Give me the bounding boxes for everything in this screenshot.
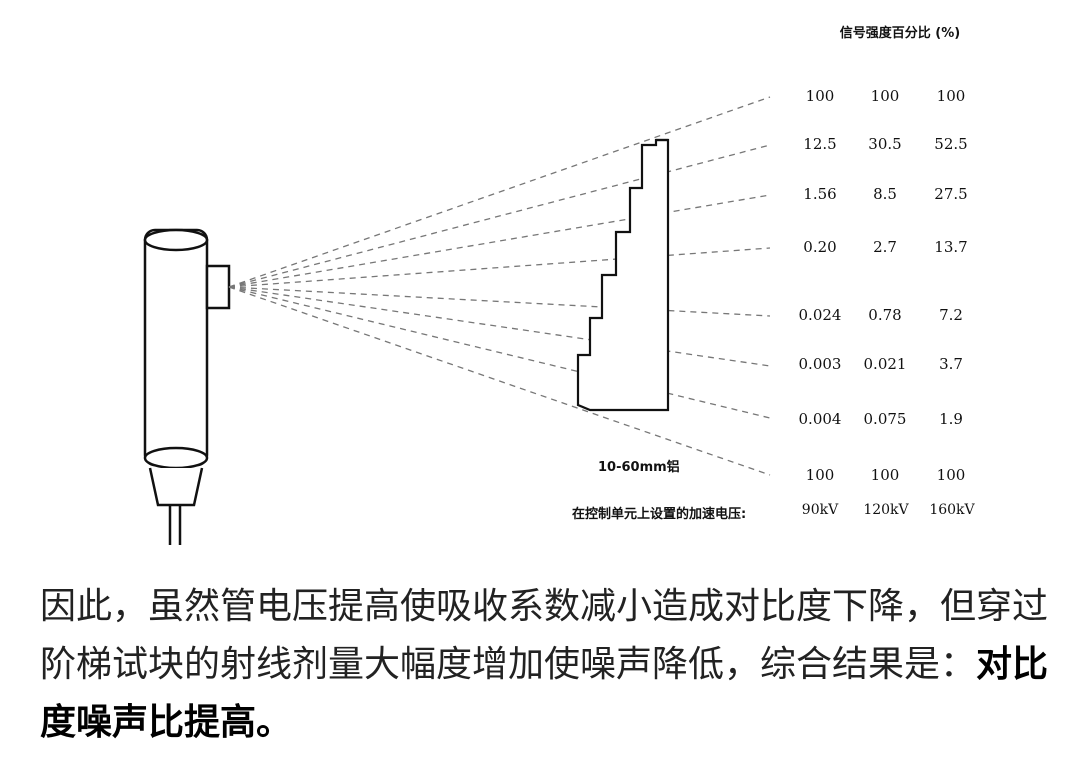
- table-row: 0.004 0.075 1.9: [770, 410, 990, 434]
- table-row: 0.024 0.78 7.2: [770, 306, 990, 330]
- table-cell: 0.003: [798, 355, 842, 373]
- table-cell: 27.5: [934, 185, 968, 203]
- table-cell: 100: [870, 466, 900, 484]
- table-cell: 52.5: [934, 135, 968, 153]
- caption-paragraph: 因此，虽然管电压提高使吸收系数减小造成对比度下降，但穿过阶梯试块的射线剂量大幅度…: [40, 578, 1050, 752]
- table-cell: 13.7: [934, 238, 968, 256]
- table-cell: 0.004: [798, 410, 842, 428]
- table-row: 0.20 2.7 13.7: [770, 238, 990, 262]
- voltage-row: 90kV 120kV 160kV: [785, 502, 1005, 526]
- caption-conclusion: 对比度噪声比提高。: [40, 644, 1049, 743]
- table-cell: 12.5: [803, 135, 837, 153]
- table-cell: 7.2: [939, 306, 963, 324]
- voltage-value: 120kV: [863, 502, 909, 518]
- step-wedge-icon: [576, 138, 670, 412]
- table-cell: 0.024: [798, 306, 842, 324]
- table-cell: 2.7: [873, 238, 897, 256]
- table-row: 100 100 100: [770, 466, 990, 490]
- table-cell: 100: [870, 87, 900, 105]
- table-cell: 100: [936, 466, 966, 484]
- table-cell: 100: [805, 87, 835, 105]
- table-cell: 100: [936, 87, 966, 105]
- table-row: 100 100 100: [770, 87, 990, 111]
- xray-diagram: 信号强度百分比 (%) 100 100 100 12.5 30.5 52.5 1…: [143, 26, 1005, 545]
- table-row: 12.5 30.5 52.5: [770, 135, 990, 159]
- voltage-label: 在控制单元上设置的加速电压:: [572, 507, 747, 522]
- caption-text: 因此，虽然管电压提高使吸收系数减小造成对比度下降，但穿过阶梯试块的射线剂量大幅度…: [40, 586, 1049, 685]
- table-row: 1.56 8.5 27.5: [770, 185, 990, 209]
- table-cell: 0.78: [868, 306, 902, 324]
- signal-strength-header: 信号强度百分比 (%): [839, 26, 961, 41]
- table-cell: 1.9: [939, 410, 963, 428]
- table-cell: 0.075: [863, 410, 907, 428]
- table-cell: 100: [805, 466, 835, 484]
- table-row: 0.003 0.021 3.7: [770, 355, 990, 379]
- table-cell: 8.5: [873, 185, 897, 203]
- beam-lines: [228, 96, 771, 476]
- step-wedge-label: 10-60mm铝: [598, 460, 680, 475]
- table-cell: 3.7: [939, 355, 963, 373]
- table-cell: 1.56: [803, 185, 837, 203]
- table-cell: 30.5: [868, 135, 902, 153]
- voltage-value: 90kV: [801, 502, 839, 518]
- diagram-graphics: [143, 96, 771, 545]
- table-cell: 0.20: [803, 238, 837, 256]
- xray-tube-icon: [143, 228, 231, 545]
- voltage-value: 160kV: [929, 502, 975, 518]
- table-cell: 0.021: [863, 355, 907, 373]
